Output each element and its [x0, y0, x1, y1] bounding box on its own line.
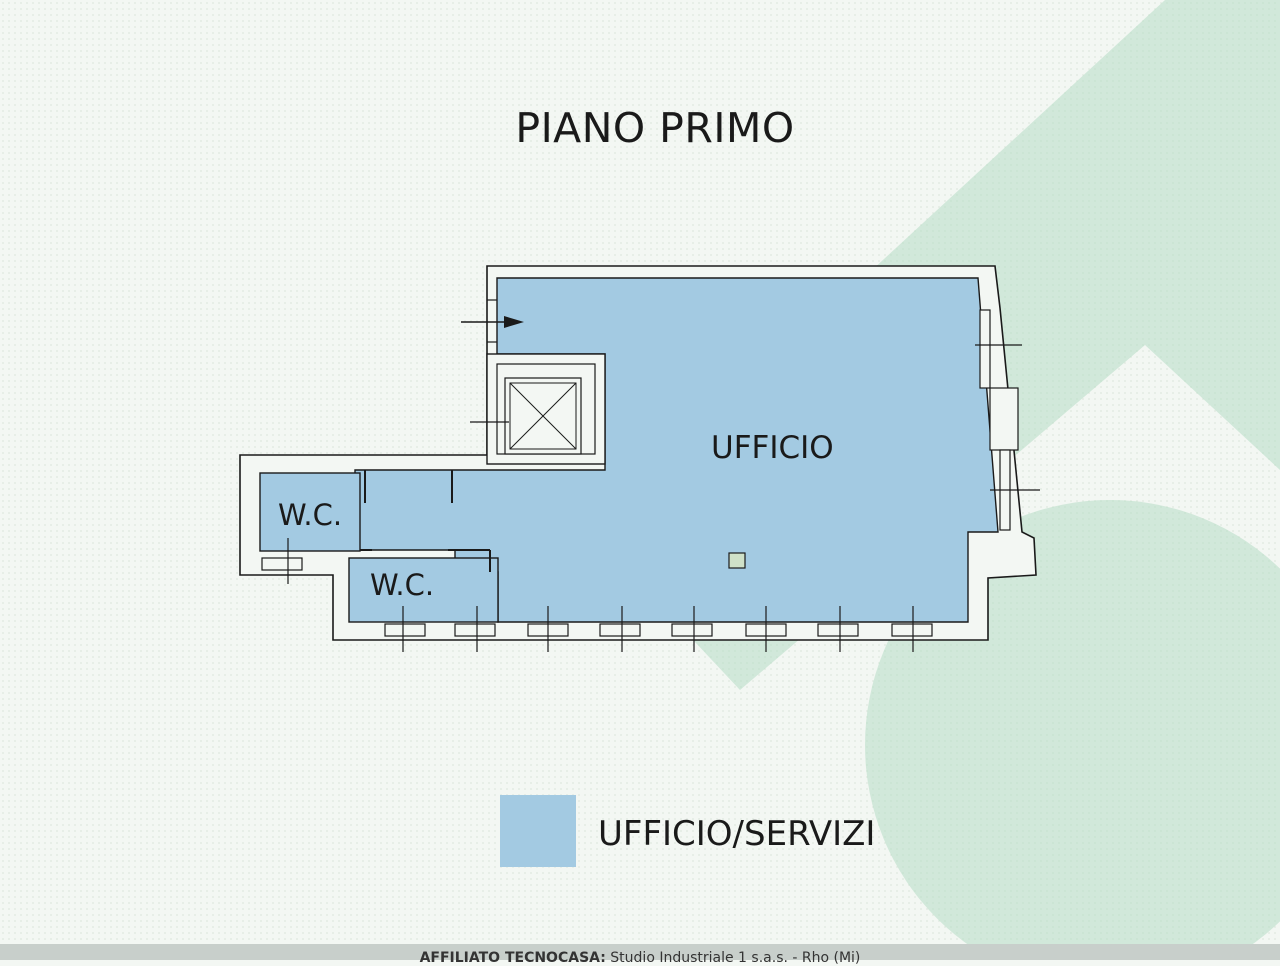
legend-swatch [500, 795, 576, 867]
footer-text: AFFILIATO TECNOCASA: Studio Industriale … [0, 950, 1280, 966]
room-label-ufficio: UFFICIO [711, 430, 834, 466]
room-label-wc-2: W.C. [370, 568, 435, 602]
bottom-wall-windows [384, 606, 933, 652]
room-label-wc-1: W.C. [278, 498, 343, 532]
right-wall-windows [975, 309, 1040, 531]
footer-agency: AFFILIATO TECNOCASA: [419, 950, 606, 966]
lift-shaft-inner [509, 382, 577, 450]
entrance-arrow-head [504, 316, 524, 328]
wc-window [261, 538, 303, 584]
footer-bar [0, 944, 1280, 960]
page-title: PIANO PRIMO [515, 104, 795, 152]
lift-cross-2 [509, 382, 577, 450]
wc-room-2 [348, 557, 499, 623]
footer-detail: Studio Industriale 1 s.a.s. - Rho (Mi) [610, 950, 861, 966]
wc-room-1 [259, 472, 361, 552]
column [728, 552, 746, 569]
legend-label: UFFICIO/SERVIZI [598, 814, 876, 854]
